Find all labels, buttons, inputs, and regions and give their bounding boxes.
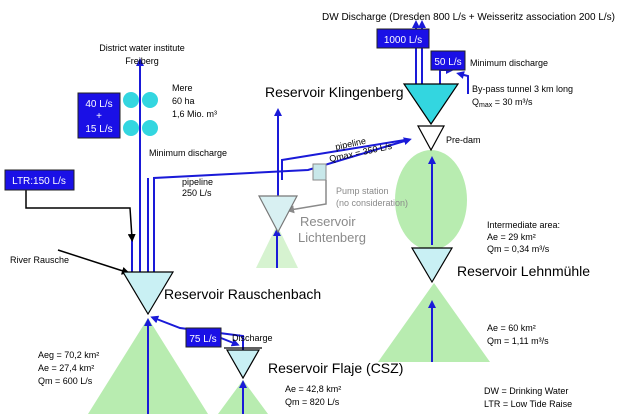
badge-50-label: 50 L/s (434, 57, 461, 68)
badge-40-label: 40 L/s (85, 99, 112, 110)
mere-volume: 1,6 Mio. m³ (172, 109, 217, 119)
pipeline-250 (153, 137, 412, 272)
ltr-arrow (25, 190, 136, 242)
dw-discharge-label: DW Discharge (Dresden 800 L/s + Weisseri… (322, 12, 615, 23)
reservoir-lehnmuehle-label: Reservoir Lehnmühle (457, 263, 590, 279)
badge-1000 (376, 28, 430, 49)
pipeline-350 (281, 139, 406, 180)
reservoir-klingenberg-label: Reservoir Klingenberg (265, 84, 404, 100)
reservoir-rauschenbach-triangle (121, 271, 175, 316)
badge-ltr-label: LTR:150 L/s (12, 176, 66, 187)
river-rausche-label: River Rausche (10, 255, 69, 265)
reservoir-lichtenberg-label: Reservoir (300, 214, 356, 229)
mere-area: 60 ha (172, 96, 195, 106)
river-rausche-arrow (57, 249, 130, 275)
pump-connector (286, 180, 327, 214)
mere-circle (123, 120, 139, 136)
mere-label: Mere (172, 83, 193, 93)
aeg-label: Aeg = 70,2 km² (38, 350, 99, 360)
bypass-qmax: Qmax = 30 m³/s (472, 97, 533, 109)
reservoir-flaje-triangle (225, 349, 261, 380)
min-discharge-right: Minimum discharge (470, 58, 548, 68)
legend-dw: DW = Drinking Water (484, 386, 568, 396)
badge-75 (185, 327, 222, 348)
badge-50 (430, 50, 466, 71)
reservoir-lichtenberg-label-2: Lichtenberg (298, 230, 366, 245)
flow-flaje-discharge (220, 337, 240, 347)
predam-triangle (416, 125, 446, 152)
pipeline-left-label: pipeline (182, 177, 213, 187)
pump-station-box (312, 163, 327, 181)
mere-circle (142, 120, 158, 136)
intermediate-area-label: Intermediate area: (487, 220, 560, 230)
legend-ltr: LTR = Low Tide Raise (484, 399, 572, 409)
reservoir-flaje-label: Reservoir Flaje (CSZ) (268, 360, 403, 376)
badge-75-label: 75 L/s (189, 334, 216, 345)
catchment-lehnmuehle (378, 283, 490, 362)
ae-rauschenbach: Ae = 27,4 km² (38, 363, 94, 373)
flow-bypass (456, 71, 469, 94)
reservoir-klingenberg-triangle (402, 83, 460, 126)
flow-min-discharge-right (439, 66, 454, 84)
pump-station-note: (no consideration) (336, 198, 408, 208)
qm-rauschenbach: Qm = 600 L/s (38, 376, 93, 386)
reservoir-lehnmuehle-triangle (410, 247, 454, 284)
pipeline-left-flow: 250 L/s (182, 188, 212, 198)
pre-dam-label: Pre-dam (446, 135, 481, 145)
badge-1000-label: 1000 L/s (384, 35, 422, 46)
district-label-2: Freiberg (125, 56, 159, 66)
badge-40-15 (77, 92, 121, 139)
badge-15-label: 15 L/s (85, 124, 112, 135)
ae-lehnmuehle: Ae = 60 km² (487, 323, 536, 333)
discharge-label: Discharge (232, 333, 273, 343)
district-label: District water institute (99, 43, 185, 53)
ae-flaje: Ae = 42,8 km² (285, 384, 341, 394)
badge-ltr (4, 169, 75, 191)
pump-station-label: Pump station (336, 186, 389, 196)
min-discharge-left: Minimum discharge (149, 148, 227, 158)
badge-plus-label: + (96, 111, 102, 122)
reservoir-lichtenberg-triangle (258, 195, 298, 234)
qm-lehnmuehle: Qm = 1,11 m³/s (487, 336, 549, 346)
bypass-label: By-pass tunnel 3 km long (472, 84, 573, 94)
intermediate-qm: Qm = 0,34 m³/s (487, 244, 550, 254)
mere-circle (142, 92, 158, 108)
mere-circle (123, 92, 139, 108)
intermediate-ae: Ae = 29 km² (487, 232, 536, 242)
qm-flaje: Qm = 820 L/s (285, 397, 340, 407)
reservoir-rauschenbach-label: Reservoir Rauschenbach (164, 286, 321, 302)
